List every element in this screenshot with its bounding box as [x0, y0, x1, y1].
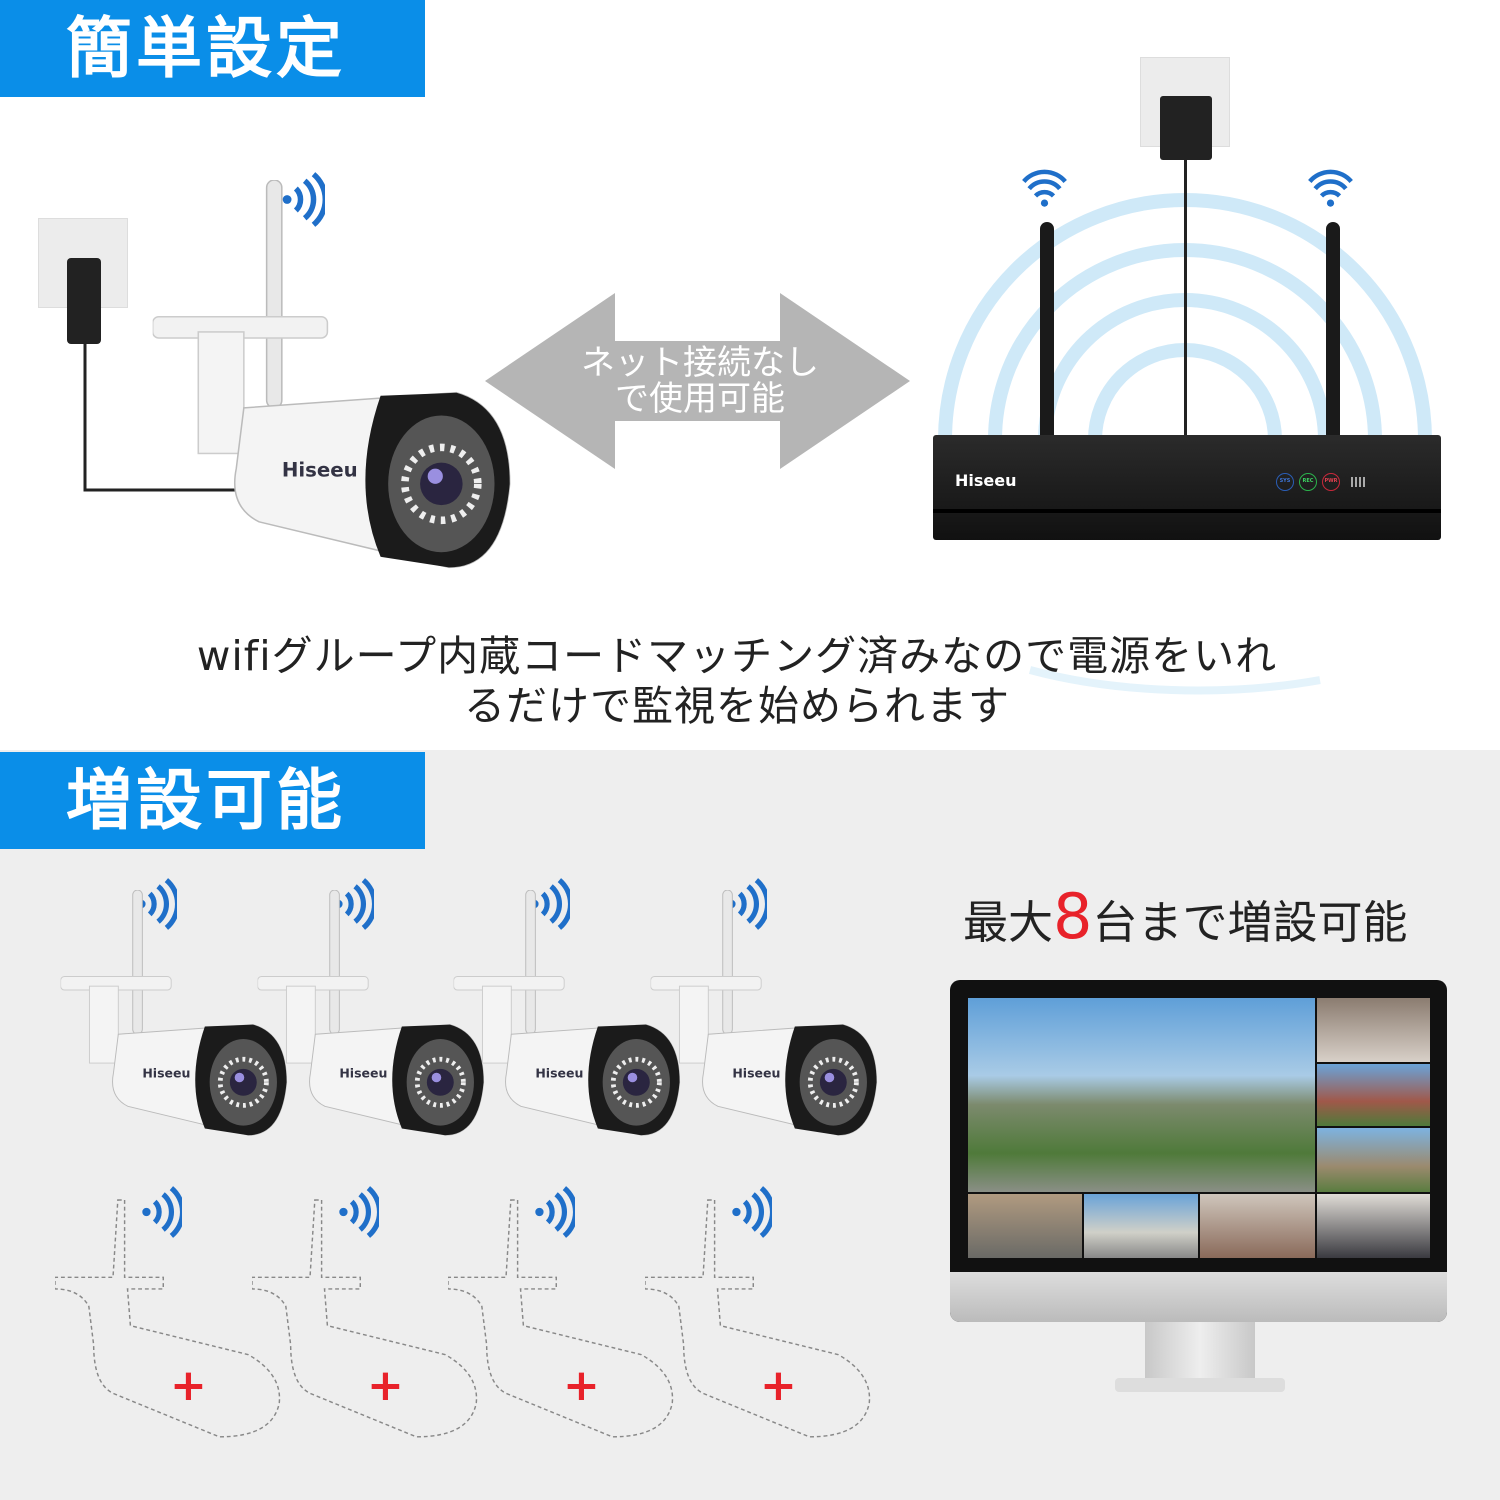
sys-indicator: SYS: [1276, 473, 1294, 491]
expand-suffix: 台まで増設可能: [1092, 896, 1408, 949]
add-camera-icon: +: [170, 1360, 207, 1411]
camera-feed-main: [968, 998, 1315, 1192]
add-camera-icon: +: [563, 1360, 600, 1411]
section-title-expandable: 増設可能: [0, 752, 425, 849]
camera-feed-2: [1317, 998, 1430, 1062]
camera-feed-6: [1084, 1194, 1198, 1258]
caption-line2: るだけで監視を始められます: [464, 682, 1010, 730]
camera-feed-4: [1317, 1128, 1430, 1192]
add-camera-icon: +: [760, 1360, 797, 1411]
wifi-icon-left: [1022, 163, 1067, 218]
nvr-brand-logo: Hiseeu: [955, 471, 1017, 490]
wifi-icon-right: [1308, 163, 1353, 218]
expand-headline: 最大8台まで増設可能: [963, 880, 1407, 953]
expand-prefix: 最大: [963, 896, 1054, 949]
max-camera-count: 8: [1053, 880, 1093, 953]
monitor: [950, 980, 1447, 1322]
nvr-power-cable: [1184, 160, 1187, 438]
caption-line1: wifiグループ内蔵コードマッチング済みなので電源をいれ: [196, 632, 1278, 680]
camera-feed-8: [1317, 1194, 1430, 1258]
nvr-recorder: Hiseeu SYS REC PWR: [933, 435, 1441, 540]
camera-main: [150, 180, 520, 575]
section-title-easy-setup: 簡単設定: [0, 0, 425, 97]
add-camera-icon: +: [367, 1360, 404, 1411]
monitor-neck: [1145, 1318, 1255, 1383]
pwr-indicator: PWR: [1322, 473, 1340, 491]
power-cable: [83, 340, 250, 492]
camera-4: [650, 890, 882, 1140]
camera-feed-3: [1317, 1064, 1430, 1126]
nvr-antenna-left: [1040, 222, 1054, 437]
monitor-base: [1115, 1378, 1285, 1392]
arrow-label-line2: で使用可能: [615, 379, 785, 419]
arrow-label: ネット接続なし で使用可能: [560, 345, 840, 417]
rec-indicator: REC: [1299, 473, 1317, 491]
double-arrow-icon: [485, 293, 910, 469]
arrow-label-line1: ネット接続なし: [581, 343, 819, 383]
camera-feed-7: [1200, 1194, 1315, 1258]
nvr-antenna-right: [1326, 222, 1340, 437]
nvr-power-adapter: [1160, 96, 1212, 160]
monitor-screen: [968, 998, 1430, 1258]
power-adapter: [67, 258, 101, 344]
vent-icon: [1351, 477, 1367, 487]
camera-feed-5: [968, 1194, 1082, 1258]
